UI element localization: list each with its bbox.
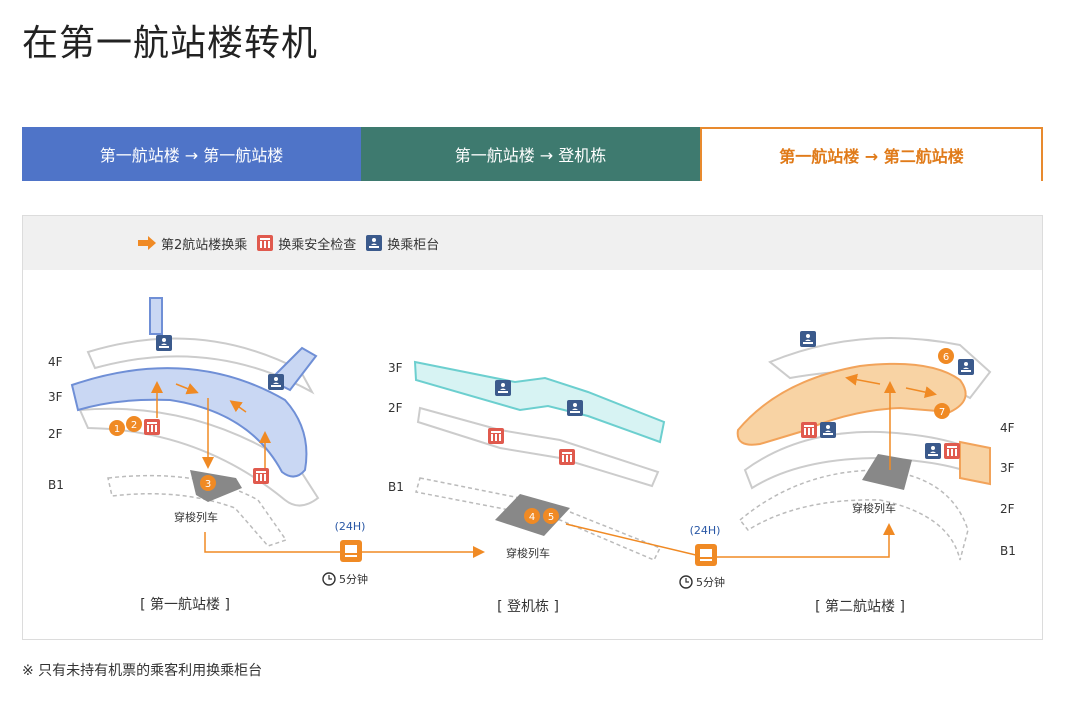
- t1-floor-3f: 3F: [48, 390, 63, 404]
- t1-name: [ 第一航站楼 ]: [140, 596, 230, 613]
- svg-text:3: 3: [205, 479, 211, 490]
- train-2-time: 5分钟: [696, 575, 725, 589]
- concourse-step-4: 4: [524, 508, 540, 524]
- train-1-hours: (24H): [335, 520, 366, 533]
- legend-label: 换乘柜台: [387, 237, 440, 253]
- transfer-counter-icon: [366, 235, 383, 251]
- concourse-building: 3F 2F B1 4 5 穿梭列车 [ 登机栋 ]: [388, 360, 666, 615]
- clock-icon: [679, 575, 693, 589]
- concourse-floor-b1: B1: [388, 480, 404, 494]
- legend-label: 换乘安全检查: [278, 237, 357, 253]
- t1-step-1: 1: [109, 420, 125, 436]
- tab-t1-to-t1[interactable]: 第一航站楼 → 第一航站楼: [22, 127, 361, 181]
- map-legend: 第2航站楼换乘 换乘安全检查 换乘柜台: [23, 216, 1042, 270]
- legend-item-counter: 换乘柜台: [366, 234, 439, 253]
- train-2: (24H) 5分钟: [679, 524, 725, 589]
- tab-t1-to-t2[interactable]: 第一航站楼 → 第二航站楼: [700, 127, 1043, 181]
- t2-floor-4f: 4F: [1000, 421, 1015, 435]
- t1-step-3: 3: [200, 475, 216, 491]
- security-check-icon: [257, 235, 274, 251]
- concourse-shuttle-label: 穿梭列车: [506, 546, 550, 560]
- svg-text:7: 7: [939, 407, 945, 418]
- svg-text:2: 2: [131, 420, 137, 431]
- t2-name: [ 第二航站楼 ]: [815, 598, 905, 615]
- t2-floor-b1: B1: [1000, 544, 1016, 558]
- concourse-step-5: 5: [543, 508, 559, 524]
- train-2-hours: (24H): [690, 524, 721, 537]
- concourse-name: [ 登机栋 ]: [497, 598, 559, 615]
- legend-item-security: 换乘安全检查: [257, 234, 356, 253]
- page-title: 在第一航站楼转机: [22, 23, 319, 64]
- footnote: ※ 只有未持有机票的乘客利用换乘柜台: [22, 663, 263, 679]
- t2-step-7: 7: [934, 403, 950, 419]
- t2-shuttle-label: 穿梭列车: [852, 501, 896, 515]
- t2-building: 4F 3F 2F B1 6 7 穿梭列车 [ 第二航站楼: [736, 331, 1016, 615]
- svg-text:4: 4: [529, 512, 535, 523]
- train-1: (24H) 5分钟: [322, 520, 368, 586]
- t2-floor-2f: 2F: [1000, 502, 1015, 516]
- svg-text:1: 1: [114, 424, 120, 435]
- t1-floor-b1: B1: [48, 478, 64, 492]
- svg-text:5: 5: [548, 512, 554, 523]
- t1-building: 4F 3F 2F B1 1 2: [48, 297, 320, 613]
- clock-icon: [322, 572, 336, 586]
- legend-item-t2-transfer: 第2航站楼换乘: [138, 234, 247, 253]
- t2-step-6: 6: [938, 348, 954, 364]
- concourse-floor-3f: 3F: [388, 361, 403, 375]
- svg-text:6: 6: [943, 352, 949, 363]
- arrow-right-icon: [138, 236, 156, 250]
- concourse-floor-2f: 2F: [388, 401, 403, 415]
- transfer-tabs: 第一航站楼 → 第一航站楼 第一航站楼 → 登机栋 第一航站楼 → 第二航站楼: [22, 127, 1043, 181]
- legend-label: 第2航站楼换乘: [161, 237, 248, 253]
- t1-step-2: 2: [126, 416, 142, 432]
- train-1-time: 5分钟: [339, 572, 368, 586]
- t1-floor-2f: 2F: [48, 427, 63, 441]
- t1-floor-4f: 4F: [48, 355, 63, 369]
- t1-shuttle-label: 穿梭列车: [174, 510, 218, 524]
- t2-floor-3f: 3F: [1000, 461, 1015, 475]
- tab-t1-to-concourse[interactable]: 第一航站楼 → 登机栋: [361, 127, 700, 181]
- transfer-map-panel: 第2航站楼换乘 换乘安全检查 换乘柜台: [22, 215, 1043, 640]
